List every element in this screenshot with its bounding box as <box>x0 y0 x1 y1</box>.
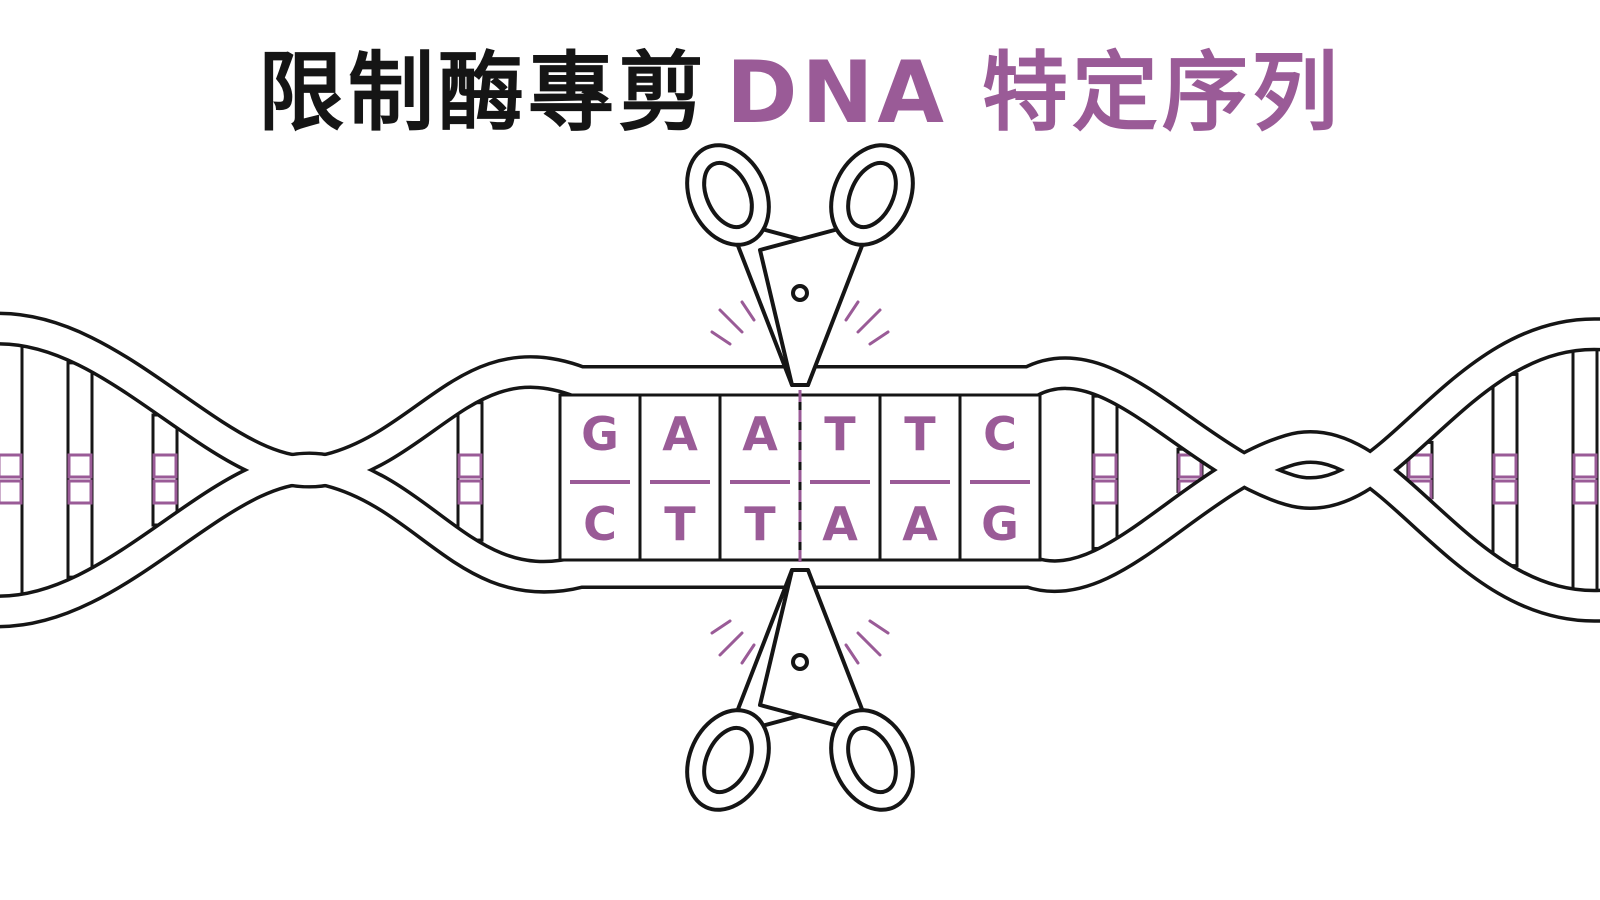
spark-stroke <box>868 619 890 635</box>
base-pair-rung <box>151 413 179 527</box>
base-bottom-1: T <box>664 497 696 551</box>
base-pair-rung <box>66 361 94 579</box>
rung-pair-top <box>67 453 93 479</box>
rung-pair-top <box>0 453 23 479</box>
base-bottom-5: G <box>981 497 1019 551</box>
spark-stroke <box>856 308 882 334</box>
strandA-fill <box>0 315 1600 507</box>
base-bottom-0: C <box>583 497 617 551</box>
base-top-4: T <box>904 407 936 461</box>
rung-pair-bottom <box>1092 479 1118 505</box>
base-top-0: G <box>581 407 619 461</box>
rung-pair-bottom <box>1572 479 1598 505</box>
base-top-5: C <box>983 407 1017 461</box>
spark-stroke <box>740 300 756 322</box>
base-top-1: A <box>662 407 698 461</box>
rung-pair-top <box>1407 453 1433 479</box>
base-bottom-4: A <box>902 497 938 551</box>
rung-pair-top <box>1092 453 1118 479</box>
base-bottom-2: T <box>744 497 776 551</box>
base-bottom-3: A <box>822 497 858 551</box>
title-part-1: 限制酶專剪 <box>258 43 709 143</box>
rung-pair-top <box>457 453 483 479</box>
base-pair-rung <box>1091 394 1119 550</box>
scissors-icon-bottom <box>685 568 915 812</box>
rung-pair-bottom <box>457 479 483 505</box>
spark-stroke <box>718 631 744 657</box>
scissors-icon-top <box>685 143 915 387</box>
spark-stroke <box>710 330 732 346</box>
rung-pair-top <box>1572 453 1598 479</box>
base-top-2: A <box>742 407 778 461</box>
spark-stroke <box>856 631 882 657</box>
spark-stroke <box>844 643 860 665</box>
base-pair-rung <box>0 341 24 599</box>
base-pair-rung <box>456 401 484 542</box>
title-part-2: DNA 特定序列 <box>726 43 1342 143</box>
rung-pair-bottom <box>67 479 93 505</box>
spark-stroke <box>844 300 860 322</box>
strandB-fill <box>0 433 1600 625</box>
base-top-3: T <box>824 407 856 461</box>
spark-stroke <box>710 619 732 635</box>
dna-backbone <box>0 311 1600 629</box>
base-pair-rung <box>1571 346 1599 594</box>
rung-pair-bottom <box>152 479 178 505</box>
spark-stroke <box>868 330 890 346</box>
rung-pair-bottom <box>1492 479 1518 505</box>
spark-stroke <box>740 643 756 665</box>
cut-sparks <box>710 300 890 665</box>
spark-stroke <box>718 308 744 334</box>
base-pair-rung <box>1491 372 1519 568</box>
rung-pair-top <box>152 453 178 479</box>
rung-pair-bottom <box>0 479 23 505</box>
rung-pair-top <box>1492 453 1518 479</box>
